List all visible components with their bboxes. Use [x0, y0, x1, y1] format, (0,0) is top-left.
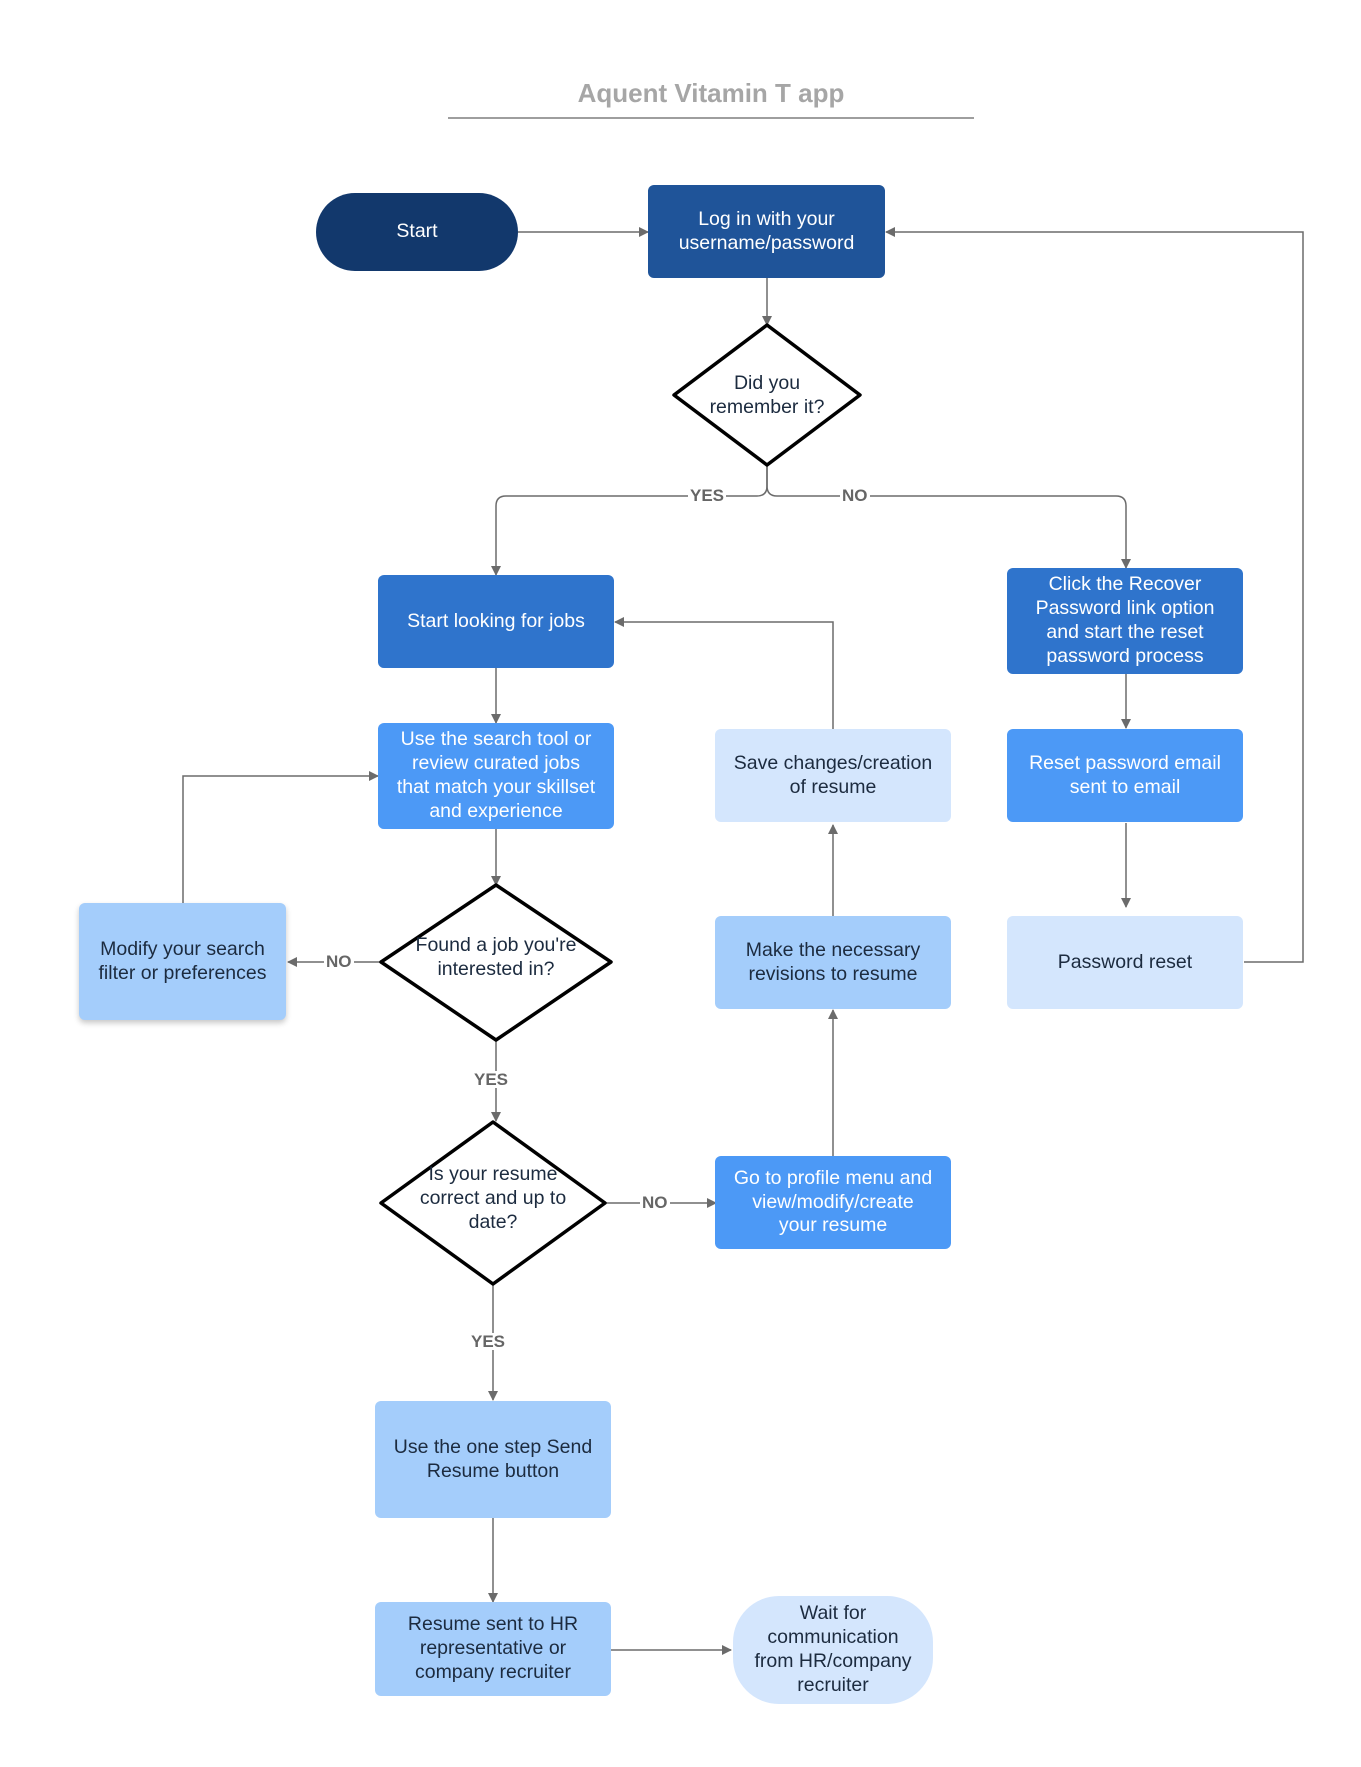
reset-email-node: Reset password email sent to email [1007, 729, 1243, 822]
edge-remember-yes [491, 465, 768, 576]
decision-found-shape [379, 883, 613, 1042]
search-tool-node: Use the search tool or review curated jo… [378, 723, 614, 829]
save-resume-node: Save changes/creation of resume [715, 729, 951, 822]
decision-remember-shape [672, 323, 862, 467]
decision-resume-shape [379, 1120, 607, 1286]
start-node: Start [316, 193, 518, 271]
login-node: Log in with your username/password [648, 185, 885, 278]
page-title: Aquent Vitamin T app [577, 78, 845, 108]
edge-label-resume-no: NO [640, 1193, 670, 1212]
edge-label-found-yes: YES [472, 1070, 511, 1089]
edge-label-resume-yes: YES [469, 1332, 508, 1351]
edge-label-remember-yes: YES [688, 486, 727, 505]
revisions-node: Make the necessary revisions to resume [715, 916, 951, 1009]
recover-password-node: Click the Recover Password link option a… [1007, 568, 1243, 674]
decision-resume-label: Is your resume correct and up to date? [419, 1163, 567, 1233]
start-jobs-node: Start looking for jobs [378, 575, 614, 668]
send-resume-node: Use the one step Send Resume button [375, 1401, 611, 1518]
edge-save-startjobs [614, 617, 834, 729]
profile-menu-node: Go to profile menu and view/modify/creat… [715, 1156, 951, 1249]
decision-remember-label: Did you remember it? [709, 372, 825, 418]
edge-modify-search [182, 771, 379, 903]
modify-search-node: Modify your search filter or preferences [79, 903, 286, 1020]
decision-found-label: Found a job you're interested in? [415, 934, 577, 980]
edge-remember-no [766, 465, 1131, 569]
title-underline [448, 117, 974, 119]
resume-sent-hr-node: Resume sent to HR representative or comp… [375, 1602, 611, 1696]
edge-label-remember-no: NO [840, 486, 870, 505]
wait-communication-node: Wait for communication from HR/company r… [733, 1596, 933, 1704]
password-reset-node: Password reset [1007, 916, 1243, 1009]
edge-label-found-no: NO [324, 952, 354, 971]
edge-passwordreset-login [885, 227, 1304, 963]
